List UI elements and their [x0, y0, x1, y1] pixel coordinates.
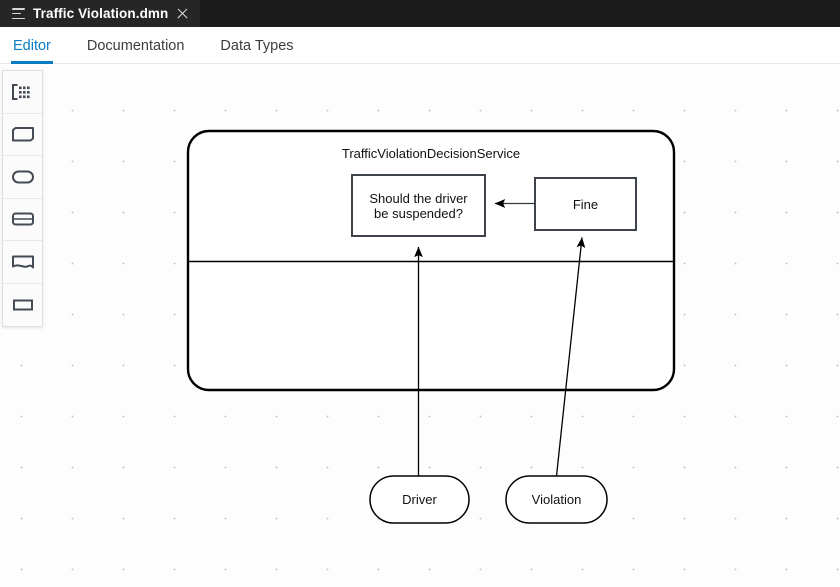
decision-service-icon — [11, 211, 35, 227]
text-annotation-icon — [11, 297, 35, 313]
palette-item-input-data[interactable] — [3, 156, 42, 199]
tab-documentation-label: Documentation — [86, 38, 185, 54]
tab-documentation[interactable]: Documentation — [87, 38, 185, 63]
decision-service-border[interactable] — [186, 129, 676, 392]
dmn-diagram — [186, 129, 676, 524]
decision-fine-rect[interactable] — [534, 177, 637, 231]
file-tab[interactable]: Traffic Violation.dmn — [0, 0, 201, 27]
lasso-tool-icon — [11, 83, 35, 100]
file-name-label: Traffic Violation.dmn — [33, 6, 169, 21]
decision-service-shape[interactable] — [186, 129, 676, 392]
tab-data-types-label: Data Types — [220, 38, 294, 54]
edge-violation-to-fine[interactable] — [555, 237, 586, 477]
tab-editor[interactable]: Editor — [11, 38, 53, 64]
close-icon[interactable] — [176, 7, 189, 20]
title-bar: Traffic Violation.dmn — [0, 0, 840, 27]
input-data-driver-shape[interactable] — [369, 475, 470, 524]
palette-item-decision-service[interactable] — [3, 198, 42, 241]
hamburger-icon[interactable] — [12, 8, 25, 19]
business-knowledge-model-icon — [11, 126, 35, 142]
input-data-violation-shape[interactable] — [505, 475, 608, 524]
palette-item-text-annotation[interactable] — [3, 283, 42, 326]
decision-suspended-rect[interactable] — [351, 174, 486, 237]
palette-item-knowledge-source[interactable] — [3, 241, 42, 284]
input-data-icon — [11, 169, 35, 185]
editor-tab-strip: Editor Documentation Data Types — [0, 27, 840, 64]
palette-item-lasso-tool[interactable] — [3, 71, 42, 114]
palette-item-business-knowledge-model[interactable] — [3, 113, 42, 156]
information-requirements — [414, 237, 586, 477]
decision-node-suspended[interactable] — [351, 174, 486, 237]
input-data-node-driver[interactable] — [369, 475, 470, 524]
diagram-canvas[interactable]: TrafficViolationDecisionService Should t… — [0, 64, 840, 587]
knowledge-source-icon — [11, 254, 35, 270]
tab-data-types[interactable]: Data Types — [220, 38, 293, 63]
tab-editor-label: Editor — [13, 38, 51, 54]
input-data-node-violation[interactable] — [505, 475, 608, 524]
element-palette — [2, 70, 43, 327]
decision-node-fine[interactable] — [534, 177, 637, 231]
